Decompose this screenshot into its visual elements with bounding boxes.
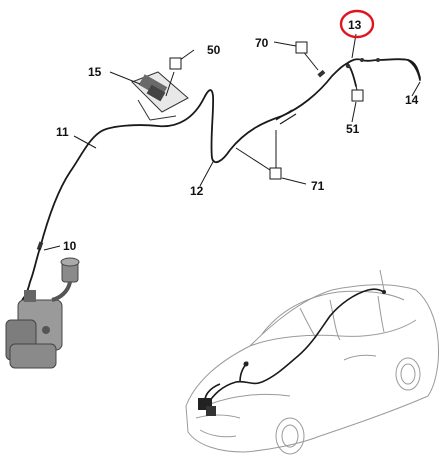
callout-label-51: 51 xyxy=(346,122,360,136)
hose-14 xyxy=(407,59,421,81)
callout-label-10: 10 xyxy=(63,239,77,253)
hose-13-branch xyxy=(345,58,421,79)
callout-label-14: 14 xyxy=(405,93,419,107)
callout-box-71 xyxy=(269,167,282,180)
callout-label-13: 13 xyxy=(348,18,362,32)
car-hose-routing xyxy=(204,288,385,407)
callout-label-70: 70 xyxy=(255,36,269,50)
car-illustration xyxy=(185,269,439,455)
part-10-reservoir xyxy=(5,247,80,369)
hose-break-mark xyxy=(275,109,297,125)
callout-box-51 xyxy=(351,89,364,102)
washer-hose-upper xyxy=(39,58,421,249)
callout-label-11: 11 xyxy=(56,125,69,139)
callout-box-70 xyxy=(295,41,308,54)
callout-label-15: 15 xyxy=(88,65,102,79)
part-15-bracket xyxy=(131,71,189,121)
leader-lines xyxy=(43,33,421,251)
callout-boxes xyxy=(169,41,364,180)
hose-connectors xyxy=(36,58,380,251)
hose-11 xyxy=(39,63,347,249)
callout-label-12: 12 xyxy=(190,184,204,198)
highlight-circle-13 xyxy=(339,9,375,39)
callout-box-50 xyxy=(169,57,182,70)
car-pump-detail xyxy=(198,290,386,416)
callout-label-71: 71 xyxy=(311,179,325,193)
callout-label-50: 50 xyxy=(207,43,221,57)
callout-labels: 50 15 70 13 14 51 11 12 71 10 xyxy=(56,18,419,253)
